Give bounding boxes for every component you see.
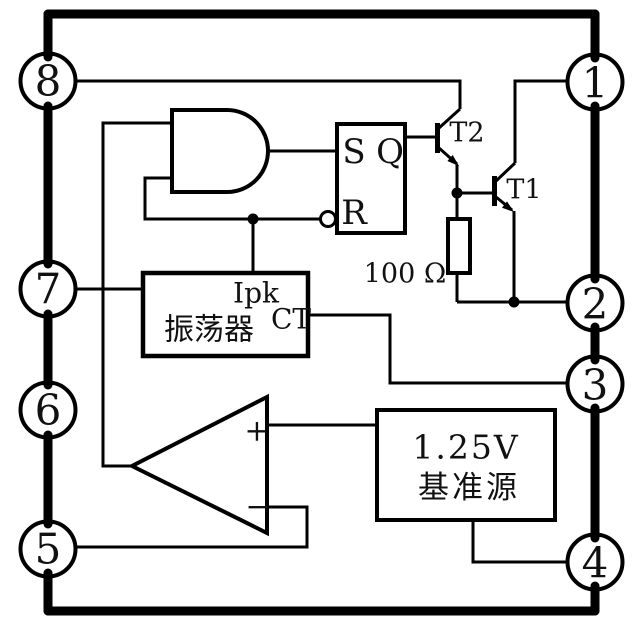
pin-7-number: 7 bbox=[35, 265, 62, 314]
resistor-body bbox=[446, 217, 472, 275]
oscillator-name-label: 振荡器 bbox=[164, 313, 254, 348]
resistor-value-label: 100 Ω bbox=[364, 259, 447, 290]
pin-1-number: 1 bbox=[582, 59, 609, 108]
pin-3-number: 3 bbox=[582, 361, 609, 410]
t2-collector-diagonal bbox=[437, 107, 462, 130]
wire-t1-collector-to-pin1 bbox=[513, 79, 567, 163]
pin-2: 2 bbox=[565, 273, 625, 333]
reference-name-label: 基准源 bbox=[418, 470, 520, 506]
pin-7: 7 bbox=[18, 259, 78, 319]
pin-5: 5 bbox=[18, 519, 78, 579]
pin-8-number: 8 bbox=[35, 57, 62, 106]
transistor-t1-label: T1 bbox=[506, 175, 541, 206]
junction-dot-pin2-rail bbox=[508, 296, 520, 308]
pin-1: 1 bbox=[565, 52, 625, 112]
wire-ct-to-pin3 bbox=[308, 313, 567, 385]
pin-8: 8 bbox=[18, 51, 78, 111]
latch-set-label: S bbox=[342, 132, 365, 172]
wire-comparator-out-to-and bbox=[101, 121, 172, 468]
comparator-triangle bbox=[127, 393, 269, 537]
latch-output-label: Q bbox=[376, 132, 404, 172]
pin-3: 3 bbox=[565, 354, 625, 414]
and-gate bbox=[170, 108, 270, 194]
t1-collector-diagonal bbox=[494, 161, 517, 183]
pin-6: 6 bbox=[18, 380, 78, 440]
reference-voltage-label: 1.25V bbox=[412, 428, 519, 467]
latch-reset-label: R bbox=[341, 193, 368, 233]
comparator-minus-label: − bbox=[245, 490, 270, 525]
transistor-t2 bbox=[435, 107, 462, 166]
oscillator-ipk-label: Ipk bbox=[233, 277, 280, 310]
transistor-t2-label: T2 bbox=[449, 118, 484, 149]
chip-outline bbox=[43, 9, 600, 616]
comparator-plus-label: + bbox=[244, 414, 269, 449]
pin-5-number: 5 bbox=[35, 525, 62, 574]
t1-emitter-arrow bbox=[502, 201, 514, 212]
wire-reference-to-pin4 bbox=[471, 520, 567, 564]
wire-minus-to-pin5 bbox=[76, 505, 309, 549]
oscillator-ct-label: CT bbox=[271, 303, 311, 336]
pin-4-number: 4 bbox=[582, 539, 609, 588]
pin-2-number: 2 bbox=[582, 280, 609, 329]
oscillator-box bbox=[140, 270, 311, 359]
pin-6-number: 6 bbox=[35, 386, 62, 435]
junction-dot-osc-output bbox=[247, 213, 259, 225]
t2-emitter-arrow bbox=[447, 155, 459, 166]
sr-latch-box bbox=[335, 122, 407, 235]
wire-osc-out-to-and bbox=[143, 176, 253, 221]
wire-pin8-to-t2-collector bbox=[76, 79, 462, 109]
transistor-t1 bbox=[492, 161, 517, 212]
reference-box bbox=[375, 408, 557, 522]
reset-inversion-bubble bbox=[319, 210, 337, 228]
junction-dot-t2-emitter bbox=[451, 187, 463, 199]
pin-4: 4 bbox=[565, 532, 625, 592]
